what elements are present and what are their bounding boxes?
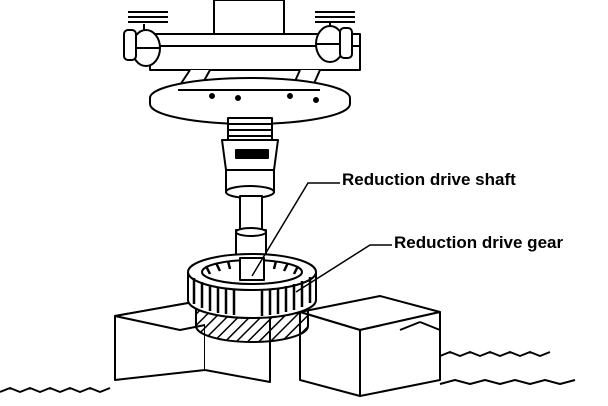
right-knob bbox=[315, 11, 355, 63]
reduction-gear bbox=[187, 253, 317, 343]
shaft-leader-line bbox=[251, 182, 340, 277]
reduction-drive-shaft-label: Reduction drive shaft bbox=[342, 170, 516, 189]
left-knob bbox=[123, 11, 168, 67]
reduction-drive-gear-label: Reduction drive gear bbox=[394, 233, 564, 252]
press-head bbox=[123, 0, 361, 125]
press-ram bbox=[221, 117, 279, 261]
gear-leader-line bbox=[295, 244, 392, 293]
